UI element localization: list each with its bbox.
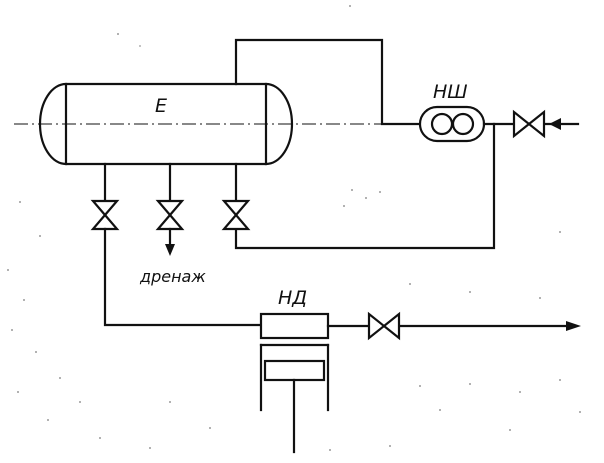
tank-top-line: [234, 38, 422, 126]
tank-label: Е: [155, 95, 167, 117]
tank: Е: [38, 82, 294, 166]
delivery-valve: [367, 311, 401, 341]
valve-return: [221, 199, 251, 231]
valve-drain: [155, 199, 185, 231]
gear-pump-label: НШ: [433, 81, 468, 103]
tank-outlets: [103, 162, 238, 202]
plunger-pump: НД: [259, 287, 330, 454]
gear-pump-delivery-line: [234, 122, 496, 250]
plunger-pump-label: НД: [278, 287, 307, 309]
valve-left: [90, 199, 120, 231]
scan-noise: [7, 5, 581, 451]
suction-line: [482, 118, 580, 130]
drain-line: дренаж: [139, 227, 206, 286]
drain-label: дренаж: [139, 267, 206, 286]
plunger-pump-suction-line: [103, 227, 263, 327]
plunger-pump-delivery-line: [326, 321, 581, 331]
suction-valve: [512, 109, 546, 139]
gear-pump: НШ: [418, 81, 486, 143]
